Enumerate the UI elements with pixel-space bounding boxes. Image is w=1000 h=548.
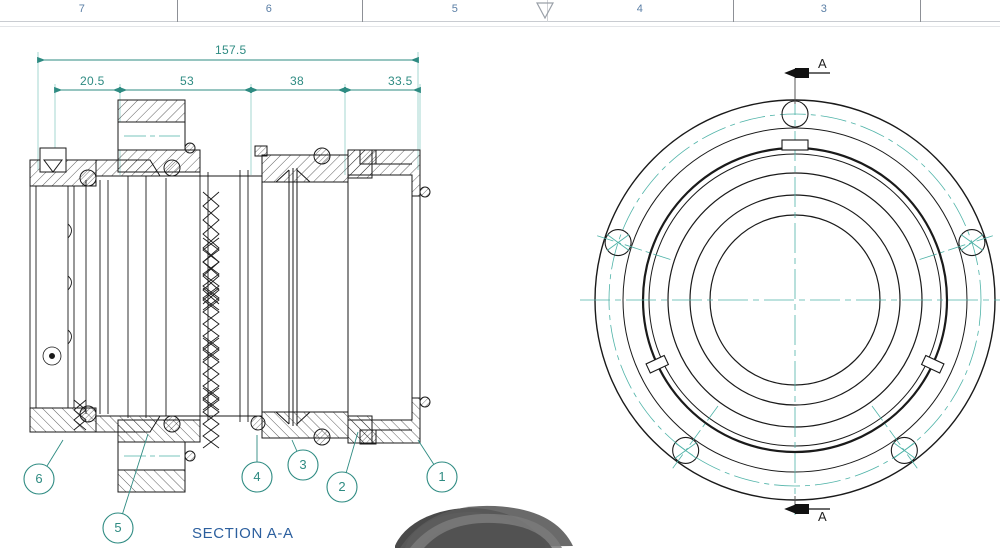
key-tab — [781, 139, 809, 151]
detail-marker — [42, 346, 62, 366]
3d-part-preview — [395, 505, 573, 548]
spring-coil — [202, 237, 220, 311]
ruler-divider — [362, 0, 363, 22]
top-boss — [117, 99, 201, 173]
dimension-segment-2[interactable]: 53 — [180, 74, 194, 88]
bolt-hole-radial-centerline — [672, 405, 719, 469]
balloon-leader-line — [117, 433, 149, 529]
front-view — [580, 85, 1000, 515]
ruler-column-number: 5 — [451, 3, 459, 15]
spring-pack — [73, 191, 220, 449]
side-tab — [920, 354, 945, 374]
bearing-elements — [79, 142, 431, 462]
section-view-aa — [29, 52, 431, 493]
balloon-label-4[interactable]: 4 — [253, 469, 261, 484]
triangle-down-marker[interactable] — [536, 2, 554, 20]
liner-sleeves — [35, 170, 249, 422]
balloon-circle[interactable] — [23, 463, 55, 495]
bolt-hole-radial-centerline — [597, 235, 671, 260]
balloon-circle[interactable] — [241, 461, 273, 493]
balloon-label-3[interactable]: 3 — [299, 457, 307, 472]
ruler-baseline — [0, 21, 1000, 22]
flange-right — [347, 149, 373, 444]
dimension-segment-3[interactable]: 38 — [290, 74, 304, 88]
sheet-zone-ruler: 7 6 5 4 3 — [0, 0, 1000, 27]
spring-coil — [202, 387, 220, 449]
side-tab — [645, 354, 670, 374]
bolt-hole — [890, 436, 918, 465]
balloon-callouts — [23, 431, 458, 544]
bolt-hole — [604, 228, 632, 257]
spring-coil — [202, 191, 220, 305]
bolt-hole — [672, 436, 700, 465]
balloon-circle[interactable] — [426, 461, 458, 493]
ruler-divider — [177, 0, 178, 22]
ruler-divider-light — [547, 0, 548, 22]
balloon-circle[interactable] — [287, 449, 319, 481]
bolt-hole-radial-centerline — [871, 405, 918, 469]
bolt-hole-radial-centerline — [919, 235, 993, 260]
bolt-hole — [958, 228, 986, 257]
ruler-column-number: 6 — [265, 3, 273, 15]
center-sleeve — [261, 154, 349, 439]
balloon-label-2[interactable]: 2 — [338, 479, 346, 494]
dimension-segment-1[interactable]: 20.5 — [80, 74, 105, 88]
ruler-baseline-secondary — [0, 26, 1000, 27]
ruler-divider — [733, 0, 734, 22]
section-edges — [29, 149, 412, 443]
inner-tube — [275, 168, 311, 426]
ruler-column-number: 3 — [820, 3, 828, 15]
section-view-title: SECTION A-A — [192, 525, 294, 542]
balloon-label-5[interactable]: 5 — [114, 520, 122, 535]
balloon-circle[interactable] — [102, 512, 134, 544]
seal-ribs — [67, 223, 72, 345]
balloon-circle[interactable] — [326, 471, 358, 503]
housing-right — [347, 149, 421, 444]
dimension-overall-length[interactable]: 157.5 — [215, 43, 247, 57]
ruler-column-number: 7 — [78, 3, 86, 15]
dimension-segment-4[interactable]: 33.5 — [388, 74, 413, 88]
ruler-divider — [920, 0, 921, 22]
ruler-column-number: 4 — [636, 3, 644, 15]
section-letter-bottom: A — [818, 509, 827, 524]
section-marker-bottom — [784, 496, 830, 514]
spring-coil — [202, 287, 220, 361]
spring-coil — [202, 337, 220, 411]
dimension-lines — [37, 56, 421, 94]
section-letter-top: A — [818, 56, 827, 71]
balloon-label-6[interactable]: 6 — [35, 471, 43, 486]
balloon-label-1[interactable]: 1 — [438, 469, 446, 484]
section-marker-top — [784, 68, 830, 104]
